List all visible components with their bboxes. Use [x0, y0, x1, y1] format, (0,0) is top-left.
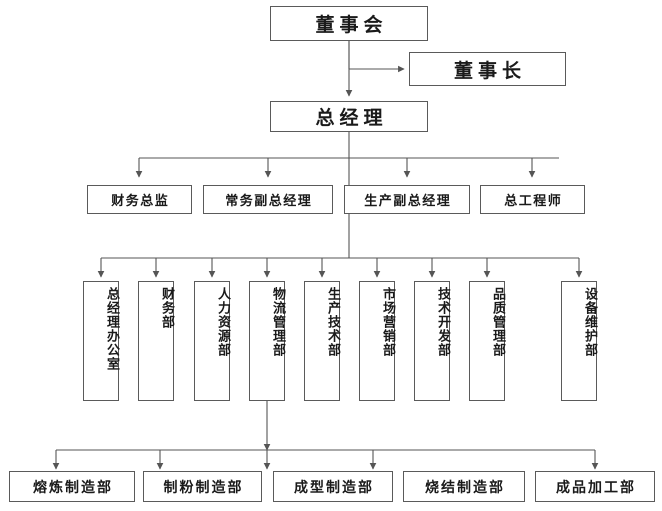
- node-dept-human-resources[interactable]: 人力资源部: [194, 281, 230, 401]
- node-dept-technology-development[interactable]: 技术开发部: [414, 281, 450, 401]
- node-plant-smelting-label: 熔炼制造部: [33, 479, 113, 496]
- node-dept-quality-management[interactable]: 品质管理部: [469, 281, 505, 401]
- node-plant-forming[interactable]: 成型制造部: [273, 471, 393, 502]
- node-plant-sintering[interactable]: 烧结制造部: [403, 471, 525, 502]
- node-plant-forming-label: 成型制造部: [294, 479, 374, 496]
- node-exec-production-vp[interactable]: 生产副总经理: [344, 185, 470, 214]
- node-plant-smelting[interactable]: 熔炼制造部: [9, 471, 135, 502]
- node-dept-production-technology-label: 生产技术部: [325, 287, 340, 357]
- node-dept-logistics-label: 物流管理部: [270, 287, 285, 357]
- node-chairman[interactable]: 董事长: [409, 52, 566, 86]
- node-dept-technology-development-label: 技术开发部: [435, 287, 450, 357]
- node-chairman-label: 董事长: [453, 59, 526, 82]
- node-dept-gm-office-label: 总经理办公室: [104, 287, 119, 371]
- node-plant-finishing-label: 成品加工部: [556, 479, 636, 496]
- node-dept-production-technology[interactable]: 生产技术部: [304, 281, 340, 401]
- node-dept-human-resources-label: 人力资源部: [215, 287, 230, 357]
- node-exec-production-vp-label: 生产副总经理: [364, 194, 452, 209]
- node-board[interactable]: 董事会: [270, 6, 428, 41]
- node-general-manager[interactable]: 总经理: [270, 101, 428, 132]
- node-exec-cfo-label: 财务总监: [111, 194, 170, 209]
- node-plant-finishing[interactable]: 成品加工部: [535, 471, 655, 502]
- node-dept-equipment-maintenance-label: 设备维护部: [582, 287, 597, 357]
- node-plant-powder[interactable]: 制粉制造部: [143, 471, 262, 502]
- node-plant-powder-label: 制粉制造部: [163, 479, 244, 496]
- node-plant-sintering-label: 烧结制造部: [425, 479, 505, 496]
- node-dept-finance[interactable]: 财务部: [138, 281, 174, 401]
- node-dept-marketing[interactable]: 市场营销部: [359, 281, 395, 401]
- node-dept-finance-label: 财务部: [159, 287, 174, 329]
- node-dept-equipment-maintenance[interactable]: 设备维护部: [561, 281, 597, 401]
- node-board-label: 董事会: [315, 14, 388, 36]
- node-exec-executive-vp-label: 常务副总经理: [225, 194, 313, 209]
- node-dept-quality-management-label: 品质管理部: [490, 287, 505, 357]
- node-exec-chief-engineer-label: 总工程师: [504, 194, 563, 209]
- node-exec-cfo[interactable]: 财务总监: [87, 185, 192, 214]
- node-dept-marketing-label: 市场营销部: [380, 287, 395, 357]
- node-dept-logistics[interactable]: 物流管理部: [249, 281, 285, 401]
- node-exec-chief-engineer[interactable]: 总工程师: [480, 185, 585, 214]
- node-dept-gm-office[interactable]: 总经理办公室: [83, 281, 119, 401]
- node-exec-executive-vp[interactable]: 常务副总经理: [203, 185, 333, 214]
- node-general-manager-label: 总经理: [315, 107, 388, 129]
